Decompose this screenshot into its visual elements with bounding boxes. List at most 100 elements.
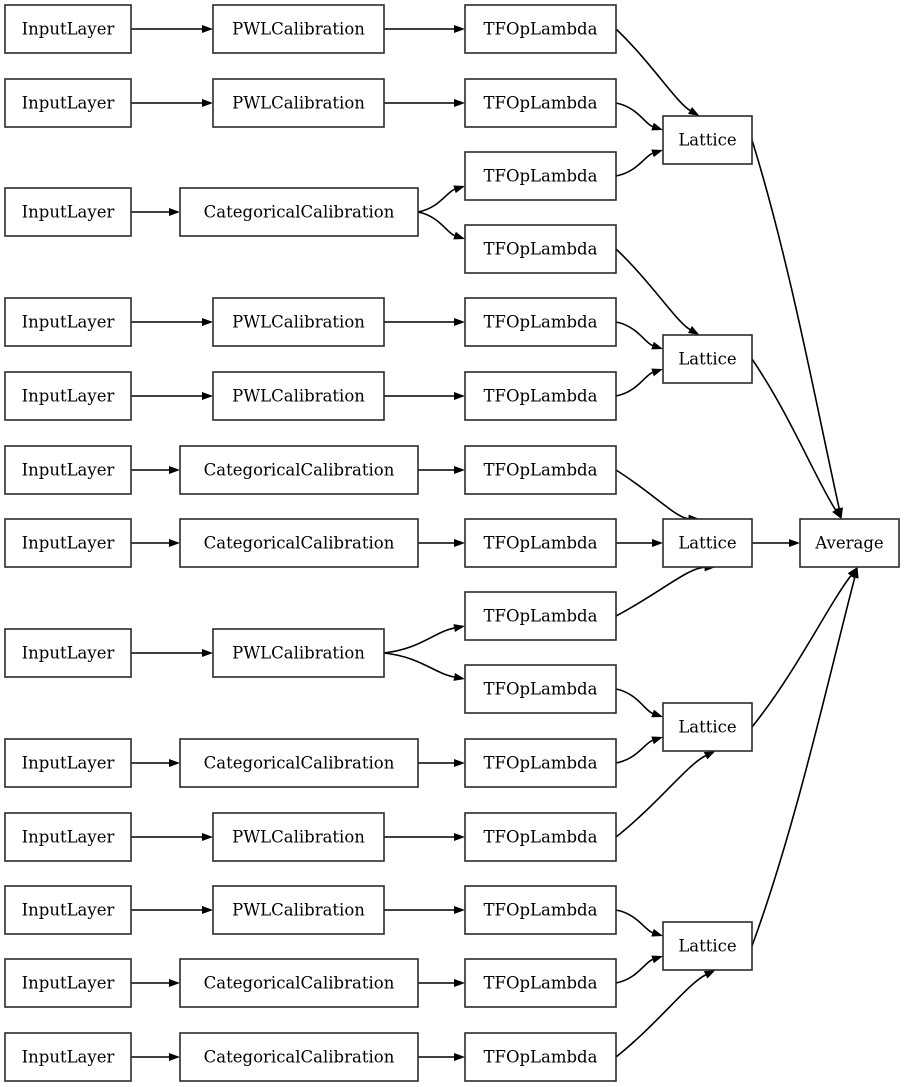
- node-input-in9[interactable]: InputLayer: [4, 738, 132, 788]
- node-box[interactable]: [464, 4, 617, 54]
- node-tfop-op2[interactable]: TFOpLambda: [464, 78, 617, 128]
- node-tfop-op10[interactable]: TFOpLambda: [464, 664, 617, 714]
- node-tfop-op8[interactable]: TFOpLambda: [464, 518, 617, 568]
- node-pwl-cal8[interactable]: PWLCalibration: [212, 628, 385, 678]
- node-input-in5[interactable]: InputLayer: [4, 371, 132, 421]
- node-lattice-lat1[interactable]: Lattice: [662, 115, 753, 165]
- node-lattice-lat3[interactable]: Lattice: [662, 518, 753, 568]
- node-label: Lattice: [678, 937, 736, 956]
- node-tfop-op4[interactable]: TFOpLambda: [464, 224, 617, 274]
- node-categorical-cal13[interactable]: CategoricalCalibration: [179, 1032, 419, 1082]
- node-pwl-cal1[interactable]: PWLCalibration: [212, 4, 385, 54]
- node-box[interactable]: [212, 371, 385, 421]
- node-box[interactable]: [464, 591, 617, 641]
- node-box[interactable]: [212, 78, 385, 128]
- node-input-in11[interactable]: InputLayer: [4, 885, 132, 935]
- node-box[interactable]: [662, 518, 753, 568]
- node-tfop-op9[interactable]: TFOpLambda: [464, 591, 617, 641]
- node-tfop-op14[interactable]: TFOpLambda: [464, 958, 617, 1008]
- node-label: Lattice: [678, 534, 736, 553]
- node-box[interactable]: [464, 78, 617, 128]
- node-box[interactable]: [179, 518, 419, 568]
- node-pwl-cal4[interactable]: PWLCalibration: [212, 297, 385, 347]
- node-box[interactable]: [212, 4, 385, 54]
- node-box[interactable]: [179, 445, 419, 495]
- node-pwl-cal2[interactable]: PWLCalibration: [212, 78, 385, 128]
- node-box[interactable]: [4, 628, 132, 678]
- node-pwl-cal11[interactable]: PWLCalibration: [212, 885, 385, 935]
- node-pwl-cal5[interactable]: PWLCalibration: [212, 371, 385, 421]
- node-box[interactable]: [799, 518, 900, 568]
- node-input-in3[interactable]: InputLayer: [4, 187, 132, 237]
- node-box[interactable]: [662, 334, 753, 384]
- node-box[interactable]: [4, 187, 132, 237]
- node-input-in2[interactable]: InputLayer: [4, 78, 132, 128]
- node-input-in7[interactable]: InputLayer: [4, 518, 132, 568]
- node-box[interactable]: [662, 921, 753, 971]
- node-tfop-op3[interactable]: TFOpLambda: [464, 151, 617, 201]
- node-box[interactable]: [464, 664, 617, 714]
- node-box[interactable]: [179, 187, 419, 237]
- node-box[interactable]: [464, 518, 617, 568]
- node-box[interactable]: [4, 885, 132, 935]
- node-box[interactable]: [212, 297, 385, 347]
- node-categorical-cal12[interactable]: CategoricalCalibration: [179, 958, 419, 1008]
- node-tfop-op1[interactable]: TFOpLambda: [464, 4, 617, 54]
- node-tfop-op7[interactable]: TFOpLambda: [464, 445, 617, 495]
- node-box[interactable]: [662, 115, 753, 165]
- node-box[interactable]: [4, 1032, 132, 1082]
- node-box[interactable]: [212, 812, 385, 862]
- node-box[interactable]: [464, 958, 617, 1008]
- node-box[interactable]: [179, 958, 419, 1008]
- node-box[interactable]: [4, 518, 132, 568]
- node-input-in13[interactable]: InputLayer: [4, 1032, 132, 1082]
- node-box[interactable]: [464, 812, 617, 862]
- node-box[interactable]: [464, 224, 617, 274]
- node-box[interactable]: [464, 1032, 617, 1082]
- node-lattice-lat4[interactable]: Lattice: [662, 702, 753, 752]
- node-tfop-op12[interactable]: TFOpLambda: [464, 812, 617, 862]
- node-lattice-lat2[interactable]: Lattice: [662, 334, 753, 384]
- node-box[interactable]: [4, 4, 132, 54]
- node-box[interactable]: [4, 958, 132, 1008]
- node-lattice-lat5[interactable]: Lattice: [662, 921, 753, 971]
- node-tfop-op13[interactable]: TFOpLambda: [464, 885, 617, 935]
- node-box[interactable]: [464, 297, 617, 347]
- node-box[interactable]: [464, 738, 617, 788]
- node-input-in8[interactable]: InputLayer: [4, 628, 132, 678]
- node-box[interactable]: [4, 78, 132, 128]
- edge-cal6-to-op7: [418, 466, 465, 474]
- node-box[interactable]: [662, 702, 753, 752]
- node-categorical-cal6[interactable]: CategoricalCalibration: [179, 445, 419, 495]
- node-input-in6[interactable]: InputLayer: [4, 445, 132, 495]
- node-label: InputLayer: [22, 754, 115, 773]
- node-categorical-cal3[interactable]: CategoricalCalibration: [179, 187, 419, 237]
- edge-in12-to-cal12: [131, 979, 180, 987]
- node-tfop-op15[interactable]: TFOpLambda: [464, 1032, 617, 1082]
- node-input-in4[interactable]: InputLayer: [4, 297, 132, 347]
- node-box[interactable]: [4, 738, 132, 788]
- node-categorical-cal7[interactable]: CategoricalCalibration: [179, 518, 419, 568]
- node-box[interactable]: [179, 1032, 419, 1082]
- node-categorical-cal9[interactable]: CategoricalCalibration: [179, 738, 419, 788]
- node-input-in10[interactable]: InputLayer: [4, 812, 132, 862]
- node-box[interactable]: [464, 445, 617, 495]
- node-box[interactable]: [4, 297, 132, 347]
- node-tfop-op5[interactable]: TFOpLambda: [464, 297, 617, 347]
- node-input-in12[interactable]: InputLayer: [4, 958, 132, 1008]
- node-box[interactable]: [4, 445, 132, 495]
- node-pwl-cal10[interactable]: PWLCalibration: [212, 812, 385, 862]
- node-box[interactable]: [212, 628, 385, 678]
- node-box[interactable]: [4, 371, 132, 421]
- node-box[interactable]: [4, 812, 132, 862]
- node-input-in1[interactable]: InputLayer: [4, 4, 132, 54]
- node-box[interactable]: [212, 885, 385, 935]
- node-tfop-op11[interactable]: TFOpLambda: [464, 738, 617, 788]
- node-box[interactable]: [464, 151, 617, 201]
- node-tfop-op6[interactable]: TFOpLambda: [464, 371, 617, 421]
- node-box[interactable]: [179, 738, 419, 788]
- node-average-avg[interactable]: Average: [799, 518, 900, 568]
- node-box[interactable]: [464, 885, 617, 935]
- node-box[interactable]: [464, 371, 617, 421]
